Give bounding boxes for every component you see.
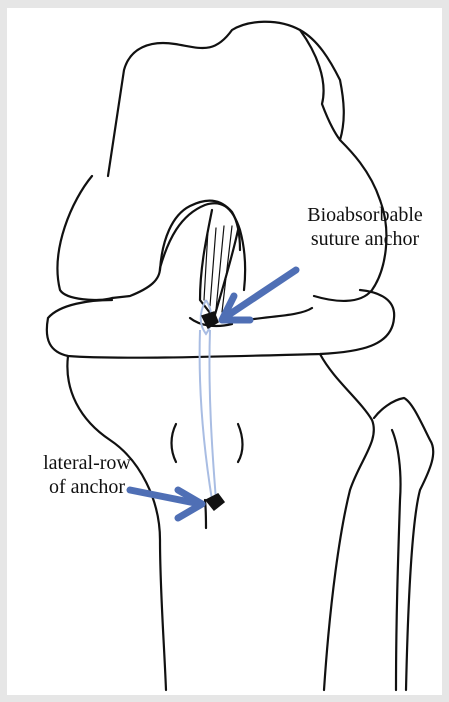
- fibula-outline: [374, 398, 433, 690]
- label-lateral-row-anchor: lateral-row of anchor: [22, 451, 152, 499]
- tibia-shaft: [67, 354, 373, 690]
- label-top-line2: suture anchor: [290, 227, 440, 251]
- label-bioabsorbable-anchor: Bioabsorbable suture anchor: [290, 203, 440, 251]
- suture-line-2: [209, 330, 216, 500]
- label-lateral-line1: lateral-row: [22, 451, 152, 475]
- label-lateral-line2: of anchor: [22, 475, 152, 499]
- tuberosity-right: [238, 424, 243, 462]
- tuberosity-left: [172, 424, 177, 462]
- femur-outline: [58, 22, 387, 301]
- lateral-anchor-icon: [206, 494, 224, 510]
- label-top-line1: Bioabsorbable: [290, 203, 440, 227]
